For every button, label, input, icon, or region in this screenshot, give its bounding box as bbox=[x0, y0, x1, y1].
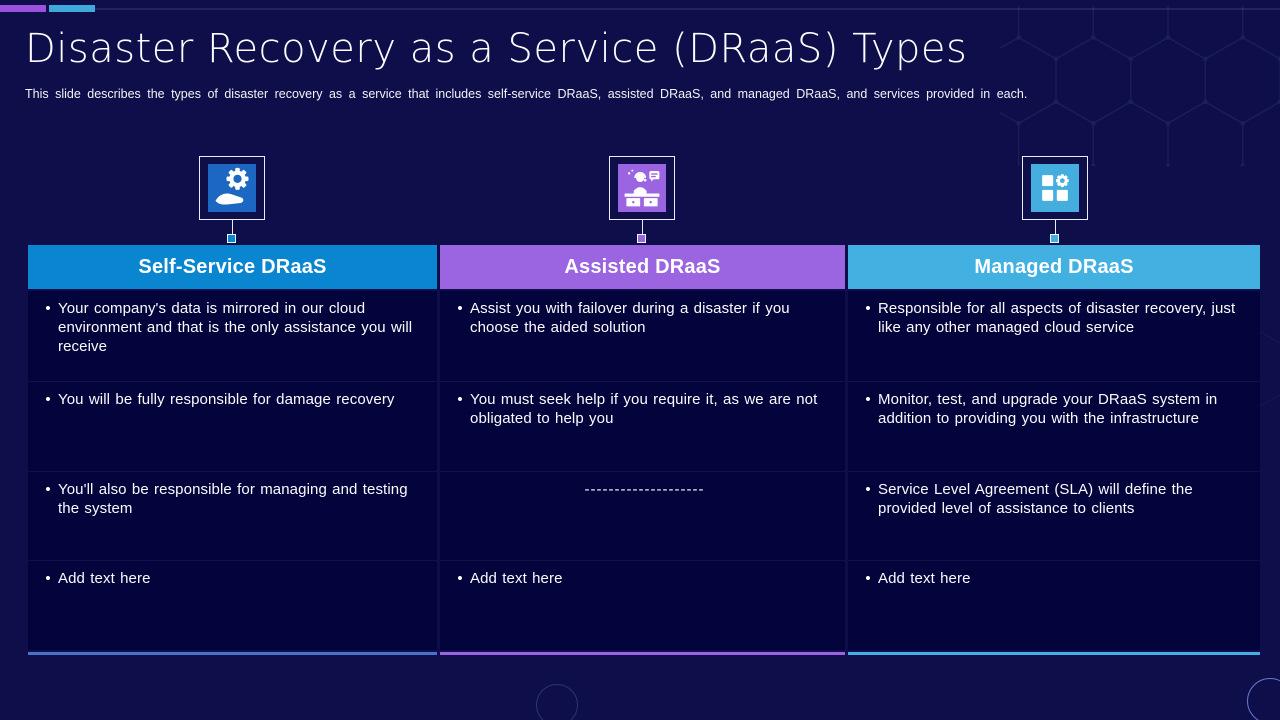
bullet-marker: • bbox=[865, 300, 871, 317]
bullet-text: Add text here bbox=[878, 570, 971, 588]
bullet-marker: • bbox=[865, 480, 871, 498]
column-accent-line-assisted bbox=[440, 652, 845, 655]
bullet-text: Add text here bbox=[470, 570, 563, 588]
connector-node bbox=[227, 234, 236, 243]
connector-line bbox=[1054, 220, 1056, 235]
bullet-text: Monitor, test, and upgrade your DRaaS sy… bbox=[878, 390, 1218, 427]
bullet-row: • You will be fully responsible for dama… bbox=[28, 380, 437, 471]
column-body-self-service: • Your company's data is mirrored in our… bbox=[28, 291, 437, 650]
slide-subtitle: This slide describes the types of disast… bbox=[25, 87, 1028, 101]
circle-decoration-right bbox=[1247, 678, 1280, 720]
icon-group-assisted bbox=[609, 156, 677, 243]
bullet-text: Your company's data is mirrored in our c… bbox=[58, 300, 413, 356]
bullet-text: You will be fully responsible for damage… bbox=[58, 390, 395, 408]
bullet-marker: • bbox=[45, 480, 51, 498]
bullet-text: Add text here bbox=[58, 570, 151, 588]
bullet-row: • Add text here bbox=[440, 560, 845, 650]
column-header-assisted: Assisted DRaaS bbox=[440, 245, 845, 289]
bullet-marker: • bbox=[865, 390, 871, 408]
connector-node bbox=[637, 234, 646, 243]
icon-frame bbox=[1022, 156, 1088, 220]
bullet-row: • Add text here bbox=[848, 560, 1260, 650]
slide-title: Disaster Recovery as a Service (DRaaS) T… bbox=[25, 26, 968, 72]
column-header-self-service: Self-Service DRaaS bbox=[28, 245, 437, 289]
bullet-marker: • bbox=[45, 570, 51, 588]
column-body-assisted: • Assist you with failover during a disa… bbox=[440, 291, 845, 650]
column-accent-line-self-service bbox=[28, 652, 437, 655]
bullet-text: Service Level Agreement (SLA) will defin… bbox=[878, 480, 1193, 517]
bullet-text: Responsible for all aspects of disaster … bbox=[878, 300, 1236, 337]
bullet-text: You must seek help if you require it, as… bbox=[470, 390, 818, 427]
column-header-managed: Managed DRaaS bbox=[848, 245, 1260, 289]
support-desk-icon bbox=[618, 164, 666, 212]
bullet-marker: • bbox=[865, 570, 871, 588]
dashes-row: • -------------------- bbox=[440, 470, 845, 561]
icon-group-managed bbox=[1022, 156, 1090, 243]
bullet-row: • Monitor, test, and upgrade your DRaaS … bbox=[848, 380, 1260, 471]
bullet-marker: • bbox=[45, 300, 51, 317]
bullet-marker: • bbox=[45, 390, 51, 408]
circle-decoration-left bbox=[536, 684, 578, 720]
bullet-row: • You'll also be responsible for managin… bbox=[28, 470, 437, 561]
dashes-text: -------------------- bbox=[584, 480, 705, 498]
hexagon-pattern bbox=[980, 0, 1280, 191]
bullet-row: • You must seek help if you require it, … bbox=[440, 380, 845, 471]
top-accent-bar bbox=[0, 5, 1280, 13]
bullet-row: • Your company's data is mirrored in our… bbox=[28, 291, 437, 381]
bullet-row: • Add text here bbox=[28, 560, 437, 650]
bullet-text: Assist you with failover during a disast… bbox=[470, 300, 790, 337]
connector-line bbox=[231, 220, 233, 235]
icon-frame bbox=[199, 156, 265, 220]
connector-node bbox=[1050, 234, 1059, 243]
accent-thin-line bbox=[95, 7, 1280, 10]
modules-gear-icon bbox=[1031, 164, 1079, 212]
connector-line bbox=[641, 220, 643, 235]
icon-group-self-service bbox=[199, 156, 267, 243]
bullet-text: You'll also be responsible for managing … bbox=[58, 480, 408, 517]
bullet-marker: • bbox=[457, 300, 463, 317]
accent-segment-blue bbox=[49, 5, 95, 12]
bullet-row: • Assist you with failover during a disa… bbox=[440, 291, 845, 381]
icon-frame bbox=[609, 156, 675, 220]
bullet-marker: • bbox=[457, 390, 463, 408]
bullet-row: • Service Level Agreement (SLA) will def… bbox=[848, 470, 1260, 561]
hand-holding-gear-icon bbox=[208, 164, 256, 212]
column-accent-line-managed bbox=[848, 652, 1260, 655]
column-body-managed: • Responsible for all aspects of disaste… bbox=[848, 291, 1260, 650]
bullet-marker: • bbox=[457, 570, 463, 588]
accent-segment-purple bbox=[0, 5, 46, 12]
bullet-row: • Responsible for all aspects of disaste… bbox=[848, 291, 1260, 381]
